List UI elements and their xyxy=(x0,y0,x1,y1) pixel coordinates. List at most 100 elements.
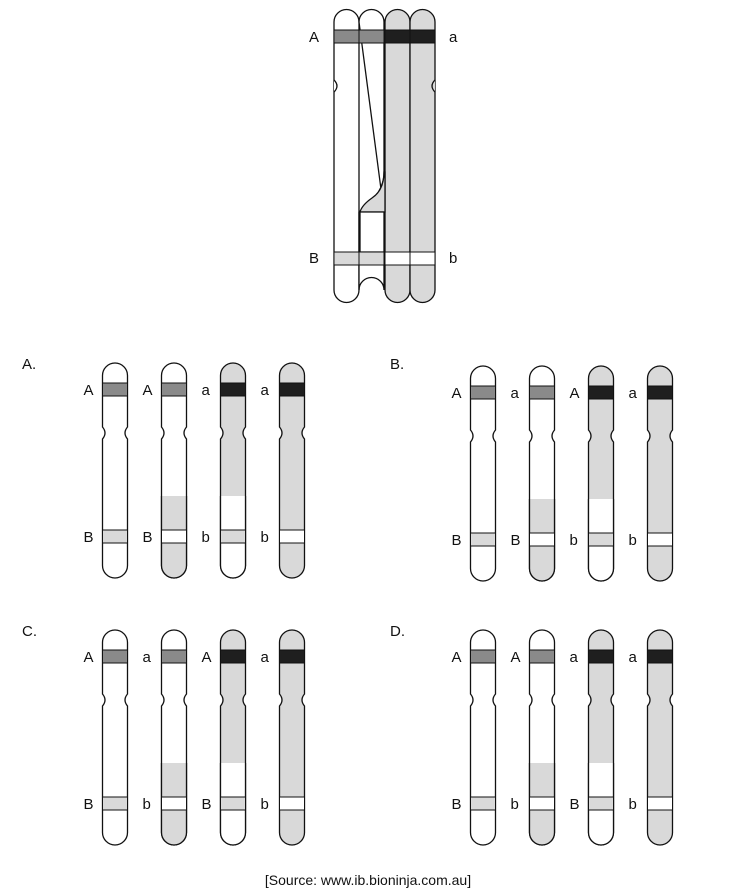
gene-band-b xyxy=(529,796,555,811)
chromosome-4: ab xyxy=(629,365,674,582)
chromosome-1: AB xyxy=(452,365,497,582)
option-letter: B. xyxy=(390,356,404,373)
option-letter: A. xyxy=(22,356,36,373)
gene-band-B xyxy=(220,796,246,811)
segment-outline xyxy=(587,499,615,582)
segment-outline xyxy=(219,496,247,579)
source-citation: [Source: www.ib.bioninja.com.au] xyxy=(265,872,471,888)
chromosome-3: ab xyxy=(202,362,247,579)
gene-band-B xyxy=(588,796,614,811)
allele-label-top: A xyxy=(570,385,580,402)
gene-band-A xyxy=(161,649,187,664)
gene-band-b xyxy=(279,529,305,544)
band-b-1 xyxy=(384,251,411,266)
segment-outline xyxy=(160,763,188,846)
chromosome-2: Ab xyxy=(511,629,556,846)
chromosome-3: aB xyxy=(570,629,615,846)
band-b-2 xyxy=(409,251,436,266)
chromatid-body xyxy=(278,362,306,579)
allele-label-top: A xyxy=(84,382,94,399)
gene-band-b xyxy=(647,796,673,811)
chromosome-2: AB xyxy=(143,362,188,579)
chromosome-4: ab xyxy=(261,629,306,846)
chromosome-1: AB xyxy=(452,629,497,846)
gene-band-a xyxy=(647,649,673,664)
chromosome-4: ab xyxy=(261,362,306,579)
gene-band-A xyxy=(102,382,128,397)
chromosome-2: ab xyxy=(143,629,188,846)
gene-band-b xyxy=(161,796,187,811)
segment-outline xyxy=(160,496,188,579)
gene-band-a xyxy=(588,649,614,664)
allele-label-bottom: B xyxy=(202,796,212,813)
chromatid-body xyxy=(469,365,497,582)
allele-label-top: a xyxy=(261,649,270,666)
centromere-notch xyxy=(431,79,436,93)
label-bottom-left: B xyxy=(309,250,319,267)
gene-band-A xyxy=(102,649,128,664)
gene-band-B xyxy=(470,532,496,547)
allele-label-bottom: B xyxy=(452,796,462,813)
centromere-notch xyxy=(333,79,338,93)
band-A-2 xyxy=(358,29,385,44)
allele-label-top: a xyxy=(629,385,638,402)
label-top-right: a xyxy=(449,29,458,46)
allele-label-top: a xyxy=(202,382,211,399)
band-B-2 xyxy=(358,251,385,266)
allele-label-bottom: B xyxy=(452,532,462,549)
allele-label-top: a xyxy=(570,649,579,666)
allele-label-bottom: b xyxy=(143,796,151,813)
crossover-tetrad: A a B b xyxy=(309,8,458,304)
band-B-1 xyxy=(333,251,360,266)
gene-band-A xyxy=(529,649,555,664)
gene-band-A xyxy=(529,385,555,400)
band-a-2 xyxy=(409,29,436,44)
option-letter: C. xyxy=(22,623,37,640)
allele-label-top: a xyxy=(511,385,520,402)
chromatid-body xyxy=(101,629,129,846)
gene-band-a xyxy=(279,382,305,397)
allele-label-bottom: b xyxy=(629,532,637,549)
segment-outline xyxy=(587,763,615,846)
chromosome-3: Ab xyxy=(570,365,615,582)
chromatid-body xyxy=(646,365,674,582)
allele-label-bottom: B xyxy=(570,796,580,813)
allele-label-top: A xyxy=(202,649,212,666)
allele-label-top: a xyxy=(143,649,152,666)
allele-label-bottom: b xyxy=(202,529,210,546)
segment-outline xyxy=(219,763,247,846)
gene-band-B xyxy=(102,796,128,811)
gene-band-b xyxy=(279,796,305,811)
allele-label-top: A xyxy=(511,649,521,666)
chromatid-body xyxy=(101,362,129,579)
gene-band-a xyxy=(220,649,246,664)
label-bottom-right: b xyxy=(449,250,457,267)
chromatid-body xyxy=(469,629,497,846)
chromosome-3: AB xyxy=(202,629,247,846)
gene-band-b xyxy=(161,529,187,544)
gene-band-A xyxy=(470,649,496,664)
allele-label-top: A xyxy=(143,382,153,399)
grey-chromatid-4 xyxy=(409,8,436,304)
allele-label-bottom: b xyxy=(511,796,519,813)
gene-band-A xyxy=(470,385,496,400)
band-a-1 xyxy=(384,29,411,44)
chromatid-body xyxy=(278,629,306,846)
chromosome-4: ab xyxy=(629,629,674,846)
crossover-white-segment xyxy=(359,211,385,253)
allele-label-bottom: B xyxy=(84,796,94,813)
allele-label-bottom: B xyxy=(143,529,153,546)
gene-band-a xyxy=(220,382,246,397)
segment-outline xyxy=(528,499,556,582)
segment-outline xyxy=(528,763,556,846)
option-letter: D. xyxy=(390,623,405,640)
gene-band-B xyxy=(588,532,614,547)
allele-label-top: A xyxy=(84,649,94,666)
gene-band-B xyxy=(220,529,246,544)
chromosome-1: AB xyxy=(84,362,129,579)
